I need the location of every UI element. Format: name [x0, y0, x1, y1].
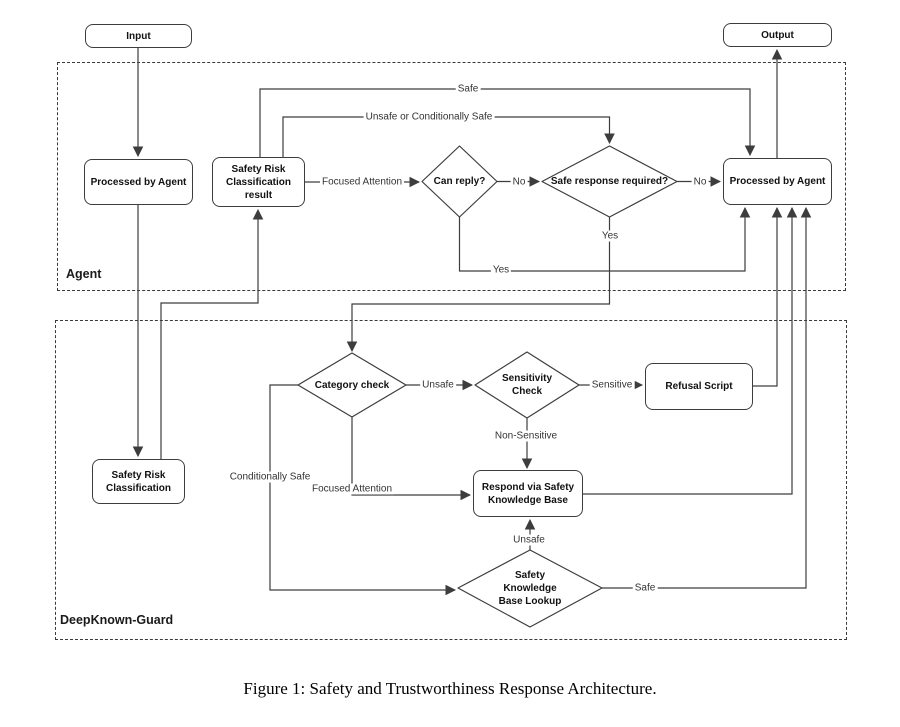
- edge-label-sensitive: Sensitive: [589, 379, 635, 391]
- category-check-diamond: [297, 352, 407, 418]
- edge-result-safe-to-processed-right: [259, 88, 756, 157]
- edge-respond-to-processed-right: [583, 206, 798, 495]
- processed-by-agent-right-node: Processed by Agent: [723, 158, 832, 205]
- edge-refusal-to-processed-right: [753, 206, 783, 387]
- edge-label-non-sensitive: Non-Sensitive: [492, 430, 560, 442]
- edge-safe-response-yes-to-category-check: [346, 217, 611, 353]
- processed-by-agent-left-node: Processed by Agent: [84, 159, 193, 205]
- safety-kb-lookup-diamond: [457, 549, 603, 628]
- respond-via-safety-kb-node: Respond via Safety Knowledge Base: [473, 470, 583, 517]
- output-node: Output: [723, 23, 832, 47]
- can-reply-diamond: [421, 145, 498, 218]
- refusal-script-label: Refusal Script: [665, 381, 733, 392]
- edge-classification-to-result: [160, 208, 264, 459]
- input-node: Input: [85, 24, 192, 48]
- sensitivity-check-diamond: [474, 351, 580, 419]
- edge-label-unsafe-category: Unsafe: [420, 379, 456, 391]
- edge-label-yes-safe-response: Yes: [599, 230, 621, 242]
- input-label: Input: [126, 30, 151, 42]
- safety-risk-classification-label: Safety Risk Classification: [105, 469, 172, 494]
- edge-label-safe-top: Safe: [455, 83, 481, 95]
- edge-label-focused-attention-agent: Focused Attention: [319, 176, 405, 188]
- respond-via-safety-kb-label: Respond via Safety Knowledge Base: [481, 481, 575, 506]
- edge-label-unsafe-lookup: Unsafe: [511, 534, 547, 546]
- processed-by-agent-right-label: Processed by Agent: [729, 176, 826, 187]
- processed-by-agent-left-label: Processed by Agent: [90, 176, 187, 188]
- output-label: Output: [761, 29, 794, 41]
- edge-label-no-safe-response: No: [691, 176, 709, 188]
- safe-response-required-diamond: [541, 145, 678, 218]
- deepknown-guard-container: [55, 320, 847, 640]
- edge-lookup-safe-to-processed-right: [602, 206, 812, 589]
- edge-label-yes-can-reply: Yes: [490, 264, 512, 276]
- edge-label-no-can-reply: No: [510, 176, 528, 188]
- safety-risk-classification-result-label: Safety Risk Classification result: [225, 163, 292, 201]
- edge-can-reply-yes-to-processed-right: [458, 206, 751, 272]
- edge-label-conditionally-safe: Conditionally Safe: [227, 471, 313, 483]
- agent-container: [57, 62, 846, 291]
- edge-label-safe-lookup: Safe: [632, 582, 658, 594]
- figure-caption: Figure 1: Safety and Trustworthiness Res…: [243, 679, 657, 698]
- edge-label-focused-attention-guard: Focused Attention: [309, 483, 395, 495]
- edge-label-unsafe-or-conditionally-safe: Unsafe or Conditionally Safe: [363, 111, 495, 123]
- safety-risk-classification-node: Safety Risk Classification: [92, 459, 185, 504]
- edge-category-conditionally-safe-to-lookup: [269, 384, 457, 596]
- safety-risk-classification-result-node: Safety Risk Classification result: [212, 157, 305, 207]
- edge-category-focused-attention-to-respond: [351, 417, 472, 501]
- edge-result-unsafe-to-safe-response-required: [282, 116, 615, 157]
- refusal-script-node: Refusal Script: [645, 363, 753, 410]
- deepknown-guard-label: DeepKnown-Guard: [60, 613, 174, 627]
- agent-label: Agent: [66, 267, 102, 281]
